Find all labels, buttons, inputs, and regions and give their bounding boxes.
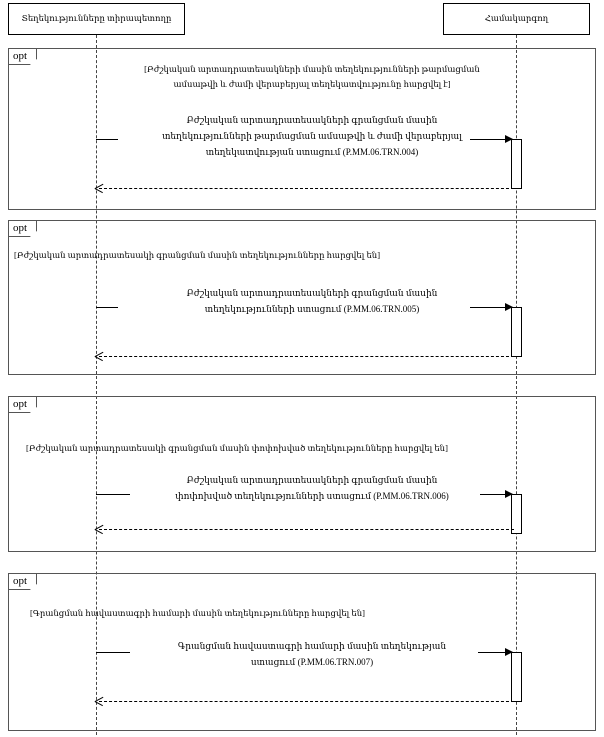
opt-fragment-4-operator: opt <box>9 574 38 590</box>
opt-fragment-2-call-arrow-head <box>505 303 513 311</box>
opt-fragment-1-guard-line-2: ամսաթվի և ժամի վերաբերյալ տեղեկատվությու… <box>173 79 451 89</box>
opt-fragment-4-return-arrow-line <box>99 701 514 702</box>
opt-fragment-1-return-arrow-line <box>99 188 514 189</box>
opt-fragment-2-message-line-2: տեղեկությունների ստացում (P.MM.06.TRN.00… <box>204 304 420 314</box>
opt-fragment-3-message-line-1: Բժշկական արտադրատեսակների գրանցման մասին <box>186 475 438 485</box>
opt-fragment-1-call-arrow-line <box>470 139 512 140</box>
opt-fragment-2-call-source-tick <box>96 307 118 308</box>
opt-fragment-1-return-arrow-head <box>95 184 103 192</box>
opt-fragment-4-call-arrow-head <box>505 648 513 656</box>
opt-fragment-4-call-source-tick <box>96 652 130 653</box>
opt-fragment-2: opt <box>8 220 596 375</box>
opt-fragment-4-call-arrow-line <box>478 652 512 653</box>
opt-fragment-2-return-arrow-head <box>95 352 103 360</box>
opt-fragment-2-message-line-1: Բժշկական արտադրատեսակների գրանցման մասին <box>186 288 438 298</box>
opt-fragment-3-call-arrow-line <box>480 494 512 495</box>
opt-fragment-3-operator: opt <box>9 397 38 413</box>
opt-fragment-2-operator: opt <box>9 221 38 237</box>
opt-fragment-3-call-arrow-head <box>505 490 513 498</box>
opt-fragment-4-activation-bar <box>511 652 522 702</box>
opt-fragment-2-return-arrow-line <box>99 356 514 357</box>
opt-fragment-1: opt <box>8 48 596 210</box>
opt-fragment-1-call-arrow-head <box>505 135 513 143</box>
participant-data-holder-label: Տեղեկությունները տիրապետողը <box>21 13 172 24</box>
opt-fragment-2-activation-bar <box>511 307 522 357</box>
opt-fragment-3-return-arrow-line <box>99 529 514 530</box>
opt-fragment-4: opt <box>8 573 596 731</box>
participant-coordinator[interactable]: Համակարգող <box>443 3 590 35</box>
opt-fragment-2-guard-line-1: [Բժշկական արտադրատեսակի գրանցման մասին տ… <box>14 250 381 260</box>
opt-fragment-3: opt <box>8 396 596 552</box>
opt-fragment-3-activation-bar <box>511 494 522 534</box>
opt-fragment-1-activation-bar <box>511 139 522 189</box>
opt-fragment-1-guard-line-1: [Բժշկական արտադրատեսակների մասին տեղեկու… <box>144 64 480 74</box>
participant-data-holder[interactable]: Տեղեկությունները տիրապետողը <box>8 3 185 35</box>
opt-fragment-4-guard-line-1: [Գրանցման հավաստագրի համարի մասին տեղեկո… <box>30 608 365 618</box>
opt-fragment-4-return-arrow-head <box>95 697 103 705</box>
opt-fragment-1-operator: opt <box>9 49 38 65</box>
opt-fragment-1-message-line-1: Բժշկական արտադրատեսակների գրանցման մասին <box>186 115 438 125</box>
opt-fragment-3-return-arrow-head <box>95 525 103 533</box>
participant-coordinator-label: Համակարգող <box>484 13 549 24</box>
opt-fragment-1-message-line-2: տեղեկությունների թարմացման ամսաթվի և ժամ… <box>162 131 462 141</box>
opt-fragment-1-call-source-tick <box>96 139 118 140</box>
lifeline-coordinator <box>516 35 517 735</box>
opt-fragment-2-call-arrow-line <box>470 307 512 308</box>
lifeline-data-holder <box>96 35 97 735</box>
opt-fragment-4-message-line-2: ստացում (P.MM.06.TRN.007) <box>250 657 374 667</box>
opt-fragment-4-message-line-1: Գրանցման հավաստագրի համարի մասին տեղեկու… <box>177 641 447 651</box>
opt-fragment-3-message-line-2: փոփոխված տեղեկությունների ստացում (P.MM.… <box>175 491 449 501</box>
opt-fragment-3-call-source-tick <box>96 494 130 495</box>
opt-fragment-3-guard-line-1: [Բժշկական արտադրատեսակի գրանցման մասին փ… <box>26 443 448 453</box>
opt-fragment-1-message-line-3: տեղեկատվության ստացում (P.MM.06.TRN.004) <box>205 147 419 157</box>
